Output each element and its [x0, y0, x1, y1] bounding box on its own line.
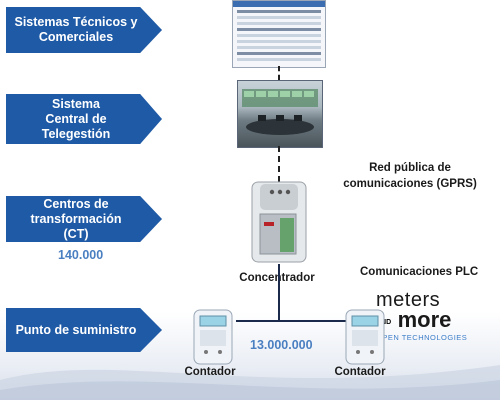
meter-count: 13.000.000: [250, 338, 313, 352]
link-central-concentrator: [278, 146, 280, 182]
systems-screenshot-image: [232, 0, 326, 68]
logo-subtitle: OPEN TECHNOLOGIES: [376, 333, 468, 342]
logo-more-text: more: [397, 307, 452, 332]
gprs-network-label: Red pública de comunicaciones (GPRS): [343, 162, 477, 190]
level-ct-arrow: Centros de transformación (CT): [6, 196, 162, 242]
control-room-image: [237, 80, 323, 148]
level-sistemas-label: Sistemas Técnicos y Comerciales: [14, 15, 138, 44]
ct-count: 140.000: [58, 248, 104, 262]
meters-bus-line: [236, 320, 346, 322]
meter-left-icon: [193, 309, 233, 365]
level-suministro-arrow: Punto de suministro: [6, 308, 162, 352]
link-concentrator-meters: [278, 264, 280, 322]
meters-and-more-logo: meters AND more OPEN TECHNOLOGIES: [376, 290, 486, 342]
meter-right-icon: [345, 309, 385, 365]
level-sistemas-arrow: Sistemas Técnicos y Comerciales: [6, 7, 162, 53]
link-systems-central: [278, 66, 280, 80]
level-suministro-label: Punto de suministro: [15, 322, 137, 337]
plc-communications-label: Comunicaciones PLC: [360, 266, 479, 278]
concentrator-label: Concentrador: [239, 272, 315, 284]
meter-right-label: Contador: [334, 366, 386, 378]
concentrator-device-icon: [251, 181, 307, 263]
meter-left-label: Contador: [184, 366, 236, 378]
level-ct-label: Centros de transformación (CT): [30, 196, 122, 241]
background-wave: [0, 365, 500, 400]
level-central-arrow: Sistema Central de Telegestión: [6, 94, 162, 144]
level-central-label: Sistema Central de Telegestión: [41, 96, 111, 141]
logo-meters-text: meters: [376, 289, 441, 311]
